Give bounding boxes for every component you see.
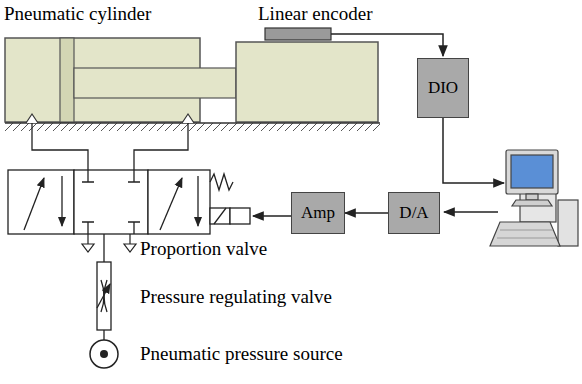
encoder-scale — [265, 28, 331, 40]
proportional-valve — [8, 170, 250, 234]
part-label: Pneumatic cylinder — [4, 3, 151, 25]
signal-box: Amp — [291, 192, 345, 234]
part-label: Pressure regulating valve — [140, 286, 332, 308]
pressure-source — [90, 340, 118, 368]
ground-hatch — [5, 123, 380, 131]
box-text: DIO — [428, 78, 458, 98]
box-text: D/A — [399, 203, 428, 223]
pressure-regulating-valve — [97, 262, 111, 330]
signal-box: DIO — [417, 58, 469, 118]
pneumatic-cylinder — [5, 38, 378, 122]
part-label: Proportion valve — [140, 238, 267, 260]
signal-box: D/A — [388, 192, 440, 234]
computer-icon — [490, 150, 578, 246]
part-label: Pneumatic pressure source — [140, 343, 343, 365]
part-label: Linear encoder — [258, 3, 372, 25]
box-text: Amp — [301, 203, 335, 223]
signal-arrow — [345, 212, 388, 214]
